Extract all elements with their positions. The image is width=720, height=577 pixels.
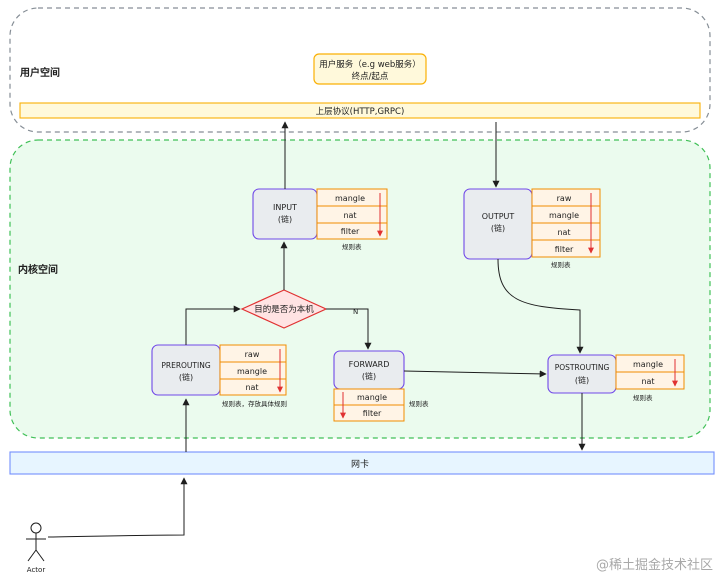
user-service-line2: 终点/起点 bbox=[352, 71, 389, 82]
postrouting-chain-sub: (链) bbox=[575, 375, 589, 385]
input-table-nat: nat bbox=[343, 211, 356, 220]
forward-chain-sub: (链) bbox=[362, 371, 376, 381]
arrow-decision-to-forward bbox=[326, 308, 372, 350]
prerouting-table-nat: nat bbox=[245, 383, 258, 392]
forward-tables: mangle filter 规则表 bbox=[333, 388, 429, 422]
forward-table-filter: filter bbox=[363, 409, 382, 418]
arrow-forward-to-postrouting bbox=[403, 370, 547, 378]
arrow-output-to-postrouting bbox=[497, 258, 584, 354]
input-table-filter: filter bbox=[341, 227, 360, 236]
decision-label: 目的是否为本机 bbox=[254, 304, 314, 315]
output-chain-sub: (链) bbox=[491, 223, 505, 233]
prerouting-chain-name: PREROUTING bbox=[161, 361, 210, 370]
user-space-label: 用户空间 bbox=[19, 66, 60, 79]
output-table-raw: raw bbox=[557, 194, 572, 203]
prerouting-table-mangle: mangle bbox=[237, 367, 267, 376]
decision-no-label: N bbox=[353, 308, 358, 316]
nic-bar-label: 网卡 bbox=[351, 458, 369, 470]
forward-chain: FORWARD (链) bbox=[333, 350, 405, 390]
actor-icon bbox=[26, 522, 46, 562]
watermark: @稀土掘金技术社区 bbox=[596, 557, 713, 573]
prerouting-tables: raw mangle nat 规则表，存放具体规则 bbox=[219, 344, 287, 408]
input-tables: mangle nat filter 规则表 bbox=[316, 188, 388, 251]
output-chain: OUTPUT (链) bbox=[463, 188, 533, 260]
kernel-space-label: 内核空间 bbox=[18, 263, 58, 276]
nic-bar: 网卡 bbox=[9, 451, 715, 475]
forward-table-mangle: mangle bbox=[357, 393, 387, 402]
decision-diamond: 目的是否为本机 N bbox=[240, 289, 358, 329]
user-service-box: 用户服务（e.g web服务） 终点/起点 bbox=[313, 53, 427, 85]
input-chain-name: INPUT bbox=[273, 203, 297, 212]
input-tables-caption: 规则表 bbox=[342, 242, 362, 251]
output-table-mangle: mangle bbox=[549, 211, 579, 220]
prerouting-table-raw: raw bbox=[245, 350, 260, 359]
output-table-nat: nat bbox=[557, 228, 570, 237]
protocol-bar-label: 上层协议(HTTP,GRPC) bbox=[316, 106, 405, 117]
postrouting-table-nat: nat bbox=[641, 377, 654, 386]
input-chain-sub: (链) bbox=[278, 214, 292, 224]
arrow-actor-to-nic bbox=[47, 477, 188, 538]
actor-label: Actor bbox=[27, 566, 46, 574]
postrouting-tables-caption: 规则表 bbox=[633, 393, 653, 402]
input-chain: INPUT (链) bbox=[252, 188, 318, 240]
arrow-prerouting-to-decision bbox=[185, 305, 241, 345]
postrouting-chain: POSTROUTING (链) bbox=[547, 354, 617, 394]
postrouting-table-mangle: mangle bbox=[633, 360, 663, 369]
prerouting-tables-caption: 规则表，存放具体规则 bbox=[222, 399, 287, 408]
prerouting-chain: PREROUTING (链) bbox=[151, 344, 221, 396]
forward-tables-caption: 规则表 bbox=[409, 399, 429, 408]
output-tables-caption: 规则表 bbox=[551, 260, 571, 269]
protocol-bar: 上层协议(HTTP,GRPC) bbox=[19, 102, 701, 119]
prerouting-chain-sub: (链) bbox=[179, 372, 193, 382]
forward-chain-name: FORWARD bbox=[349, 360, 390, 369]
output-table-filter: filter bbox=[555, 245, 574, 254]
postrouting-tables: mangle nat 规则表 bbox=[615, 354, 685, 402]
output-chain-name: OUTPUT bbox=[482, 212, 515, 221]
output-tables: raw mangle nat filter 规则表 bbox=[531, 188, 601, 269]
input-table-mangle: mangle bbox=[335, 194, 365, 203]
postrouting-chain-name: POSTROUTING bbox=[555, 363, 610, 372]
user-service-line1: 用户服务（e.g web服务） bbox=[319, 59, 421, 70]
flow-arrows bbox=[47, 121, 586, 538]
